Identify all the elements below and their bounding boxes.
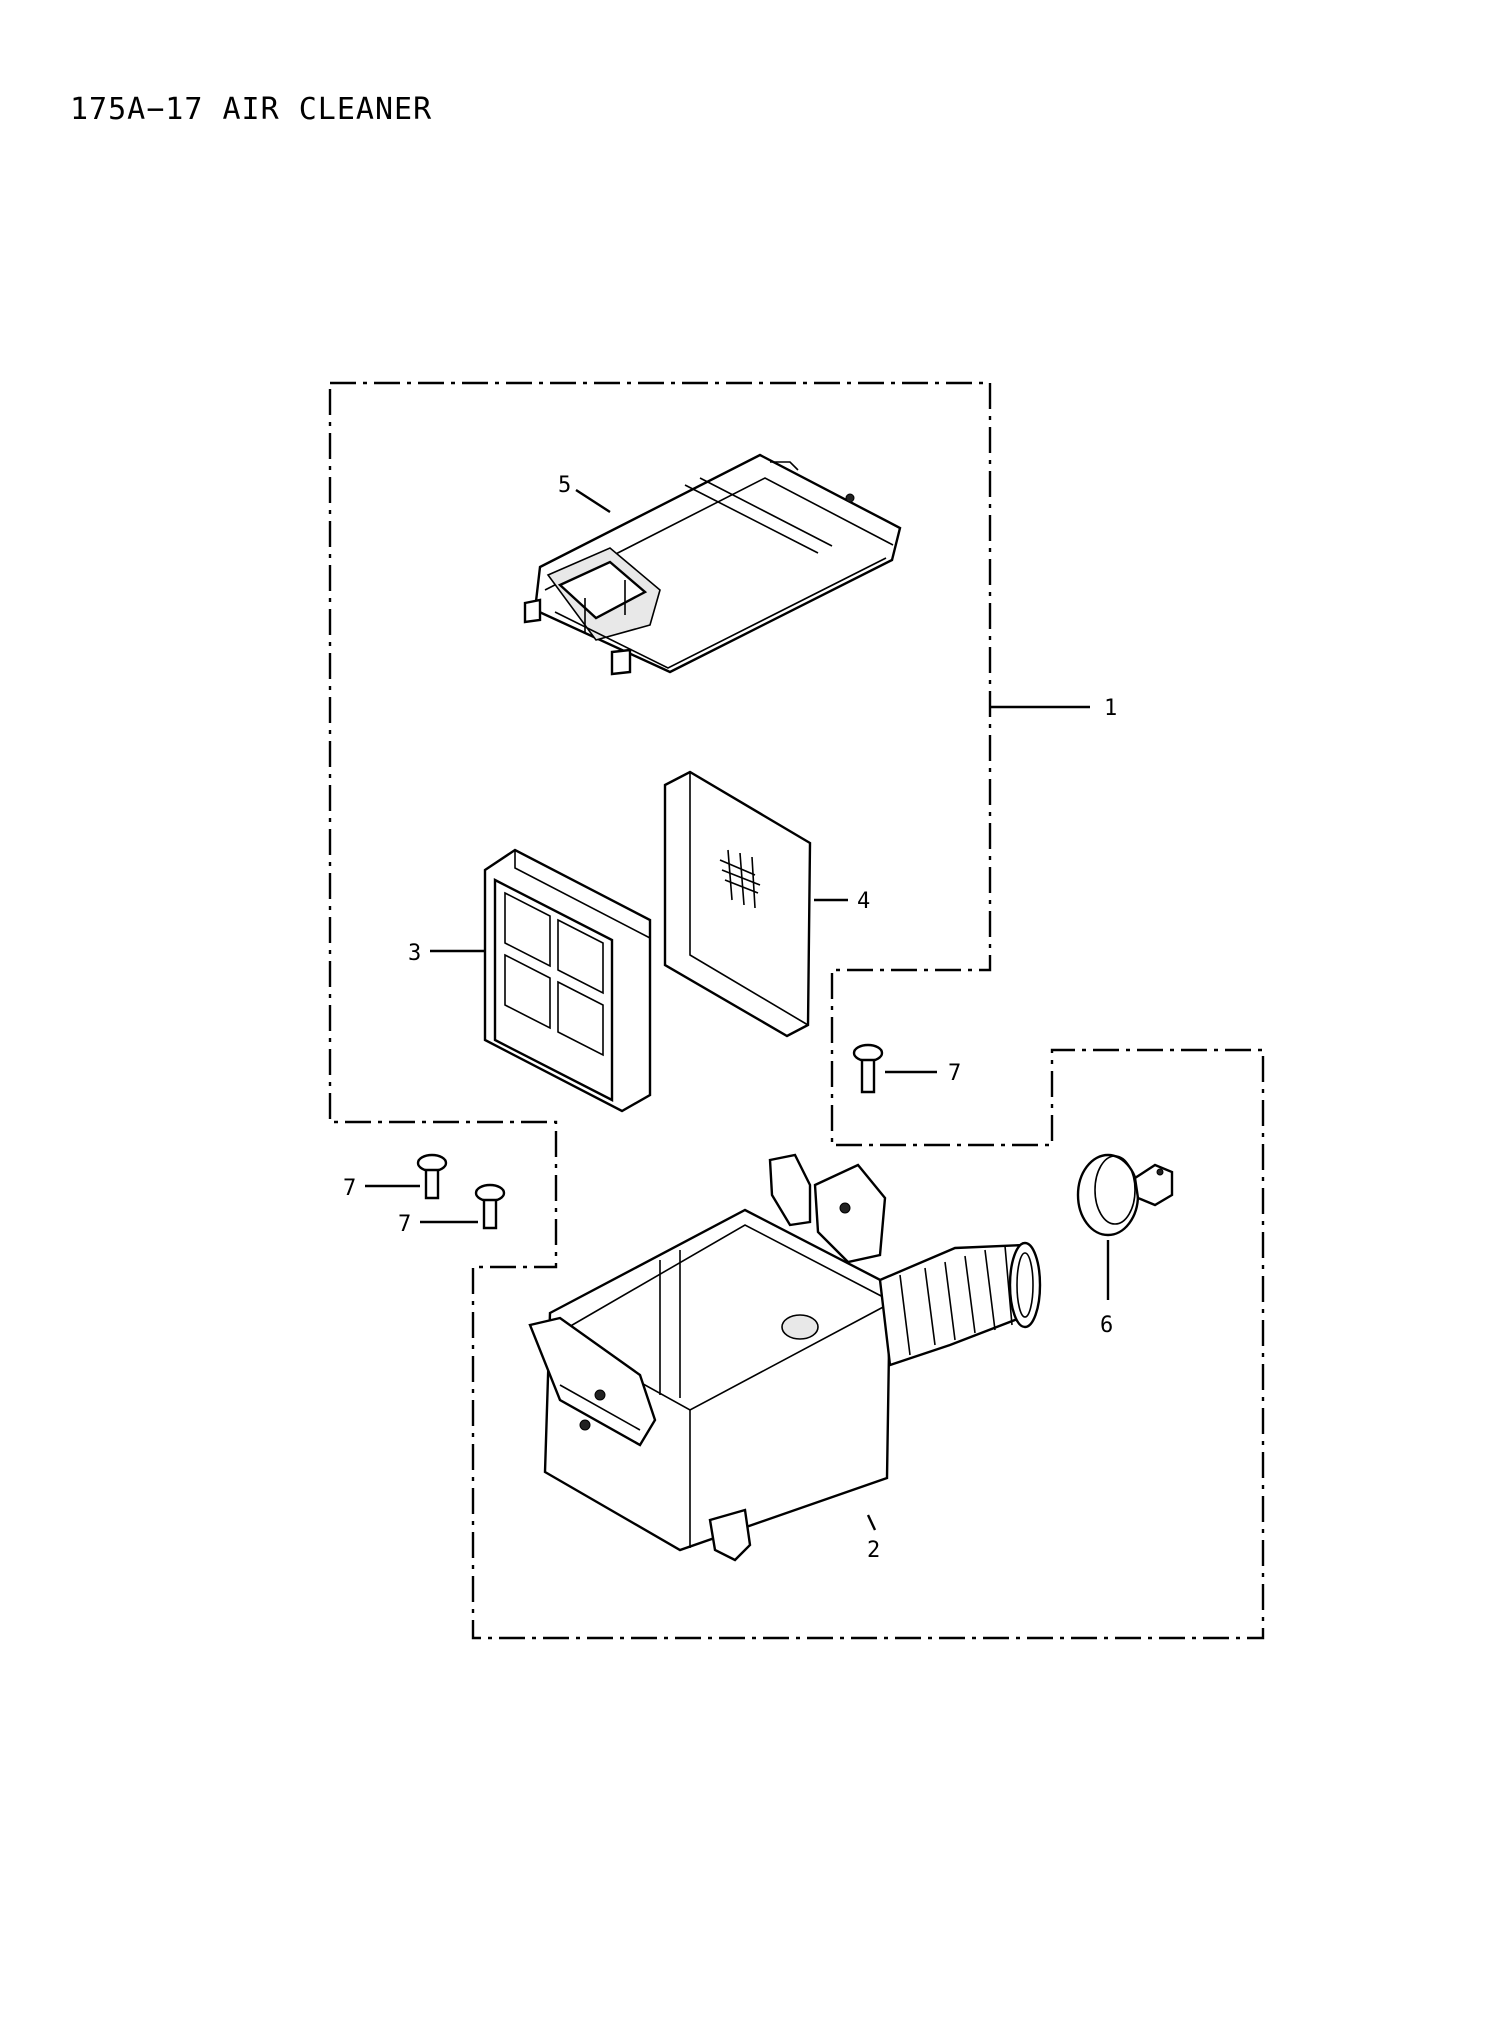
callout-6: 6 (1100, 1313, 1113, 1338)
bolt-left-lower (474, 1183, 506, 1230)
diagram-title: 175A−17 AIR CLEANER (70, 92, 433, 127)
callout-4: 4 (857, 889, 870, 914)
callout-2: 2 (867, 1538, 880, 1563)
air-cleaner-cover (523, 453, 902, 676)
callout-3: 3 (408, 941, 421, 966)
callout-7-upper: 7 (948, 1061, 961, 1086)
filter-element (663, 770, 812, 1038)
pre-filter (483, 848, 652, 1113)
callout-1: 1 (1104, 696, 1117, 721)
callout-7-left-lower: 7 (398, 1212, 411, 1237)
air-cleaner-housing (528, 1153, 1042, 1562)
assembly-1-boundary (328, 381, 1265, 1640)
leader-2 (866, 1514, 877, 1531)
callout-7-left-upper: 7 (343, 1176, 356, 1201)
bolt-upper (852, 1043, 884, 1094)
hose-clamp (1076, 1153, 1174, 1237)
callout-5: 5 (558, 473, 571, 498)
bolt-left-upper (416, 1153, 448, 1200)
leader-5 (575, 488, 611, 514)
